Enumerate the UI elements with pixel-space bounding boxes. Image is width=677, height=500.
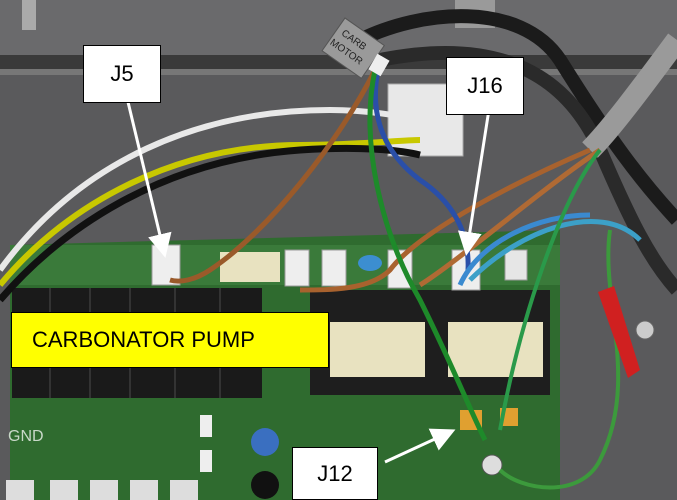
grey-cable: [582, 33, 677, 158]
wire-yellow: [0, 137, 421, 287]
bottom-connector-3: [90, 480, 118, 500]
bottom-connector-4: [130, 480, 158, 500]
tag-clip: [368, 53, 390, 77]
wire-black-left: [0, 144, 421, 303]
wire-green-j12: [367, 69, 488, 442]
blue-capacitor: [358, 255, 382, 271]
wire-brown-2: [299, 147, 591, 293]
gnd-label: GND: [8, 428, 44, 445]
top-rail-edge: [0, 69, 677, 75]
red-terminal: [598, 286, 640, 378]
arrow-j16: [457, 102, 492, 256]
bottom-connector-2: [50, 480, 78, 500]
terminal-screw: [635, 320, 655, 340]
relay-cream-1: [330, 322, 425, 377]
screw-terminal: [481, 454, 503, 476]
wire-brown-j5: [169, 68, 378, 284]
callout-j16: J16: [446, 57, 524, 115]
bottom-connector-5: [170, 480, 198, 500]
arrow-j12: [384, 428, 456, 464]
relay-cream-2: [448, 322, 543, 377]
wire-black-bundle: [356, 9, 677, 225]
wire-blue-2: [457, 212, 591, 287]
arrow-j5: [126, 101, 172, 258]
connector-b: [321, 249, 347, 287]
carbonator-pump-banner: CARBONATOR PUMP: [11, 312, 329, 368]
callout-j12: J12: [292, 447, 378, 500]
wire-brown-3: [418, 147, 602, 288]
jumper-1: [200, 415, 212, 437]
connector-d: [504, 249, 528, 281]
jumper-2: [200, 450, 212, 472]
callout-j5: J5: [83, 45, 161, 103]
wire-white: [0, 106, 441, 272]
connector-a: [284, 249, 310, 287]
black-component: [251, 471, 279, 499]
wire-green-2: [498, 148, 602, 431]
carb-motor-tag: CARB MOTOR: [321, 17, 386, 79]
clip-left: [22, 0, 36, 30]
blue-component: [251, 428, 279, 456]
bottom-connector-1: [6, 480, 34, 500]
